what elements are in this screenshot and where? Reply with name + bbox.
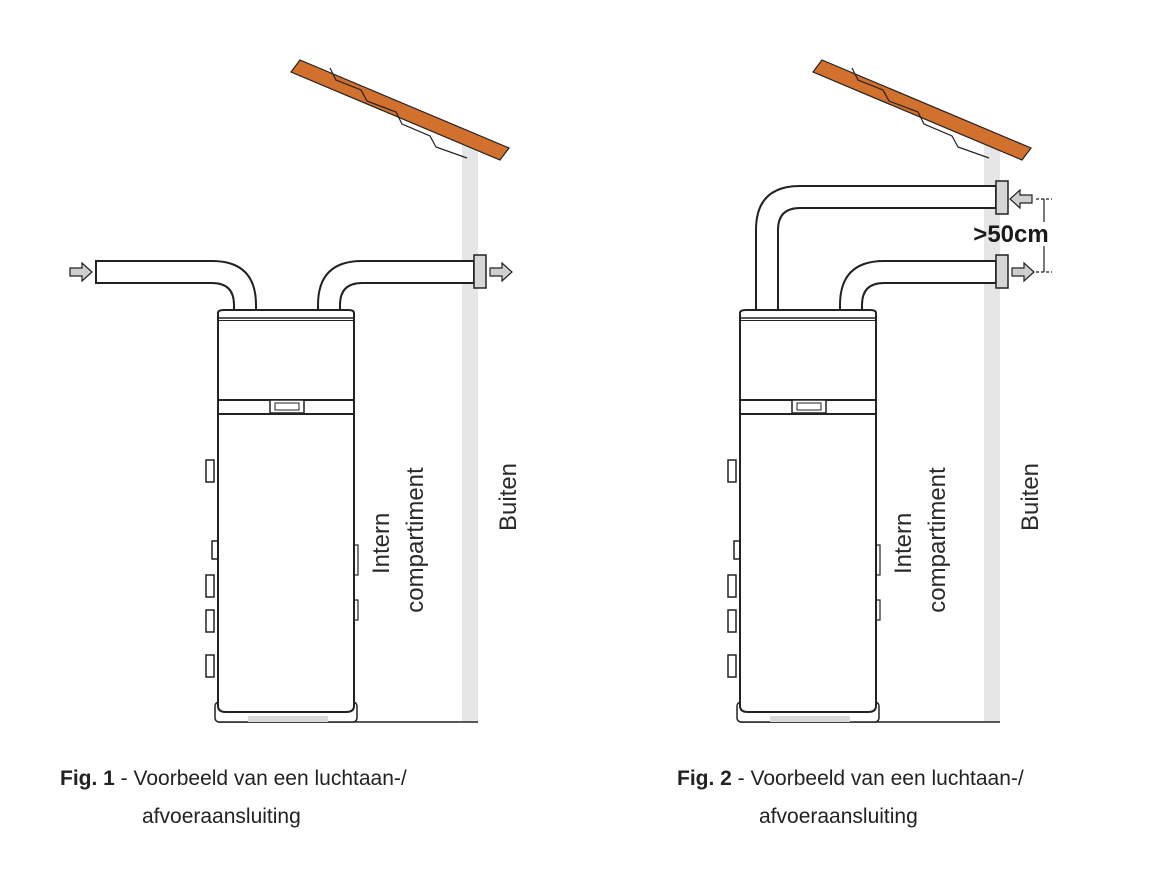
figure-1: Intern compartiment Buiten: [69, 59, 522, 723]
figure-1-caption: Fig. 1 - Voorbeeld van een luchtaan-/ af…: [60, 760, 407, 836]
roof-tiles: [290, 59, 510, 161]
caption-text-line2: afvoeraansluiting: [142, 805, 301, 828]
outside-label: Buiten: [1017, 463, 1044, 531]
air-outlet-duct: [317, 254, 487, 311]
outside-wall: [984, 145, 1000, 721]
heat-pump-unit: [727, 309, 881, 723]
figure-number: Fig. 1: [60, 767, 115, 790]
distance-label: >50cm: [973, 221, 1048, 248]
caption-separator: -: [114, 767, 134, 790]
wall-flange: [473, 254, 487, 289]
wall-flange: [995, 254, 1009, 289]
caption-separator: -: [731, 767, 751, 790]
air-inlet-duct: [755, 180, 1009, 311]
outlet-arrow-icon: [1011, 261, 1035, 283]
wall-flange: [995, 180, 1009, 215]
distance-dimension: >50cm: [973, 198, 1052, 273]
air-inlet-duct: [95, 260, 257, 311]
caption-text: Voorbeeld van een luchtaan-/: [750, 767, 1024, 790]
figure-number: Fig. 2: [677, 767, 732, 790]
air-outlet-duct: [839, 254, 1009, 311]
caption-text-line2: afvoeraansluiting: [759, 805, 918, 828]
internal-compartment-label: Intern compartiment: [890, 467, 951, 613]
inlet-arrow-icon: [69, 261, 93, 283]
heat-pump-unit: [205, 309, 359, 723]
outside-label: Buiten: [495, 463, 522, 531]
inlet-arrow-icon: [1009, 188, 1033, 210]
caption-text: Voorbeeld van een luchtaan-/: [133, 767, 407, 790]
outlet-arrow-icon: [489, 261, 513, 283]
internal-compartment-label: Intern compartiment: [368, 467, 429, 613]
figure-2: >50cm Intern compartiment Buiten: [727, 59, 1052, 723]
outside-wall: [462, 145, 478, 721]
roof-tiles: [812, 59, 1032, 161]
figure-2-caption: Fig. 2 - Voorbeeld van een luchtaan-/ af…: [677, 760, 1024, 836]
